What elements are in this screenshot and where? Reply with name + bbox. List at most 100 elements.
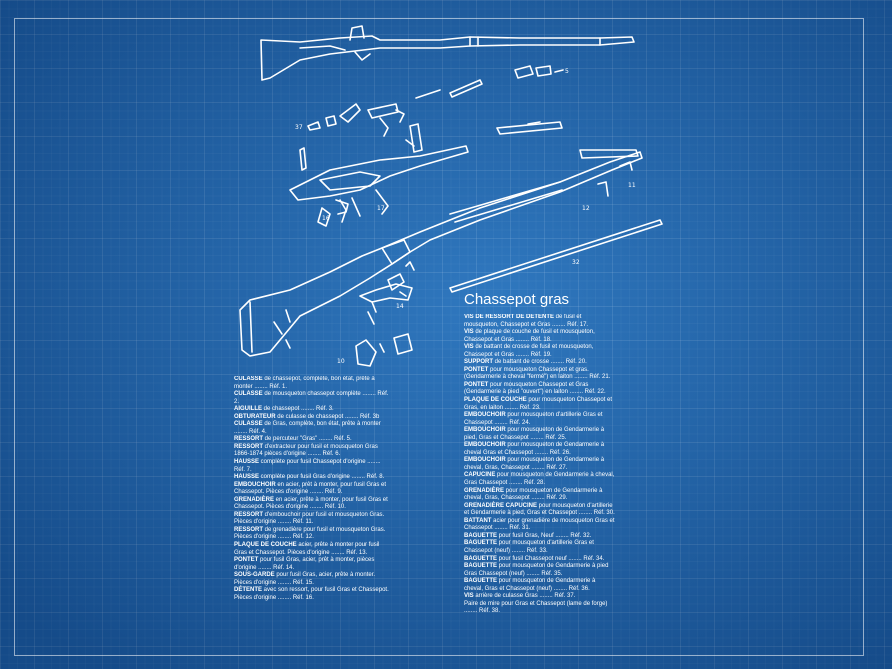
part-description: pour mousqueton de Gendarmerie à pied Gr…	[464, 563, 609, 577]
part-description: pour mousqueton de Gendarmerie à cheval,…	[464, 578, 596, 592]
part-entry: BAGUETTE pour mousqueton d'artillerie Gr…	[464, 540, 616, 555]
part-reference: Réf. 25.	[545, 434, 567, 441]
part-entry: PONTET pour fusil Gras, acier, prêt à mo…	[234, 557, 392, 572]
part-entry: DÉTENTE avec son ressort, pour fusil Gra…	[234, 587, 392, 602]
part-reference: Réf. 37.	[554, 593, 576, 600]
part-description: de Gras, complète, bon état, prête à mon…	[234, 421, 381, 435]
part-reference: Réf. 10.	[324, 504, 346, 511]
part-reference: Réf. 26.	[549, 449, 571, 456]
part-description: pour mousqueton Chassepot et Gras (Genda…	[464, 381, 589, 396]
part-name: HAUSSE	[234, 459, 260, 466]
part-name: CAPUCINE	[464, 472, 496, 479]
part-reference: Réf. 33.	[526, 547, 548, 554]
part-entry: PONTET pour mousqueton Chassepot et Gras…	[464, 382, 616, 397]
part-description: de grenadière pour fusil et mousqueton G…	[234, 526, 386, 541]
part-entry: CULASSE de mousqueton chassepot complète…	[234, 391, 392, 406]
callout-number: 5	[565, 68, 569, 75]
part-name: CULASSE	[234, 376, 263, 382]
part-entry: SUPPORT de battant de crosse ........ Ré…	[464, 359, 616, 367]
part-name: VIS	[464, 344, 474, 351]
part-name: SUPPORT	[464, 359, 494, 366]
part-name: GRENADIÈRE	[464, 487, 505, 494]
part-description: de plaque de couche de fusil et mousquet…	[464, 329, 595, 343]
part-entry: PLAQUE DE COUCHE pour mousqueton Chassep…	[464, 397, 616, 412]
part-entry: BATTANT acier pour grenadière de mousque…	[464, 518, 616, 533]
part-entry: BAGUETTE pour fusil Chassepot neuf .....…	[464, 556, 616, 564]
part-name: EMBOUCHOIR	[464, 412, 506, 419]
part-reference: Réf. 11.	[292, 519, 314, 526]
part-name: PLAQUE DE COUCHE	[464, 397, 527, 404]
part-entry: EMBOUCHOIR pour mousqueton d'artillerie …	[464, 412, 616, 427]
callout-number: 37	[295, 124, 303, 131]
part-entry: HAUSSE complète pour fusil Gras d'origin…	[234, 474, 392, 482]
part-entry: BAGUETTE pour fusil Gras, Neuf ........ …	[464, 533, 616, 541]
part-entry: OBTURATEUR de culasse de chassepot .....…	[234, 414, 392, 422]
part-reference: Réf. 23.	[519, 404, 541, 411]
part-entry: BAGUETTE pour mousqueton de Gendarmerie …	[464, 578, 616, 593]
callout-number: 14	[396, 303, 404, 310]
part-name: BAGUETTE	[464, 578, 497, 585]
small-parts	[299, 65, 564, 171]
part-reference: Réf. 8.	[366, 474, 385, 481]
part-description: pour mousqueton de Gendarmerie à cheval,…	[464, 487, 603, 502]
part-entry: Paire de mire pour Gras et Chassepot (la…	[464, 601, 616, 616]
part-reference: Réf. 9.	[324, 489, 343, 496]
callout-number: 32	[572, 259, 580, 266]
part-entry: GRENADIÈRE CAPUCINE pour mousqueton d'ar…	[464, 503, 616, 518]
part-entry: RESSORT d'extracteur pour fusil et mousq…	[234, 444, 392, 459]
part-reference: Réf. 20.	[565, 359, 587, 366]
part-description: pour mousqueton Chassepot et Gras, en la…	[464, 397, 613, 411]
part-name: BAGUETTE	[464, 540, 497, 547]
parts-list-right: VIS DE RESSORT DE DÉTENTE de fusil et mo…	[464, 314, 616, 616]
part-reference: Réf. 3b	[359, 413, 380, 420]
part-name: VIS	[464, 329, 474, 336]
part-description: arrière de culasse Gras ........	[473, 593, 555, 600]
part-name: EMBOUCHOIR	[464, 442, 506, 449]
part-description: d'embouchoir pour fusil et mousqueton Gr…	[234, 511, 385, 526]
part-reference: Réf. 2.	[234, 391, 389, 405]
part-name: VIS DE RESSORT DE DÉTENTE	[464, 314, 555, 320]
part-reference: Réf. 27.	[546, 464, 568, 471]
part-name: BAGUETTE	[464, 555, 497, 562]
part-entry: PONTET pour mousqueton Chassepot et gras…	[464, 367, 616, 382]
callout-number: 16	[322, 215, 330, 222]
part-name: GRENADIÈRE	[234, 496, 275, 503]
part-entry: CULASSE de Gras, complète, bon état, prê…	[234, 421, 392, 436]
part-entry: GRENADIÈRE pour mousqueton de Gendarmeri…	[464, 488, 616, 503]
part-reference: Réf. 3.	[316, 406, 334, 413]
part-entry: RESSORT de grenadière pour fusil et mous…	[234, 527, 392, 542]
callout-number: 10	[337, 358, 345, 365]
part-entry: EMBOUCHOIR en acier, prêt à monter, pour…	[234, 482, 392, 497]
part-entry: CULASSE de chassepot, complète, bon état…	[234, 376, 392, 391]
lower-small-parts	[355, 291, 413, 367]
part-description: pour mousqueton de Gendarmerie à cheval …	[464, 442, 605, 456]
part-description: de percuteur "Gras" ........	[263, 436, 334, 443]
part-entry: VIS DE RESSORT DE DÉTENTE de fusil et mo…	[464, 314, 616, 329]
part-entry: RESSORT d'embouchoir pour fusil et mousq…	[234, 512, 392, 527]
part-description: d'extracteur pour fusil et mousqueton Gr…	[234, 443, 378, 458]
part-reference: Réf. 31.	[509, 525, 531, 532]
part-description: pour fusil Gras, Neuf ........	[497, 532, 571, 539]
part-entry: BAGUETTE pour mousqueton de Gendarmerie …	[464, 563, 616, 578]
part-description: pour mousqueton d'artillerie Gras et Cha…	[464, 540, 594, 554]
part-entry: VIS de plaque de couche de fusil et mous…	[464, 329, 616, 344]
part-name: EMBOUCHOIR	[464, 427, 506, 434]
part-entry: PLAQUE DE COUCHE acier, prête à monter p…	[234, 542, 392, 557]
part-name: RESSORT	[234, 436, 264, 443]
part-description: de battant de crosse ........	[493, 359, 566, 366]
part-reference: Réf. 6.	[322, 451, 341, 458]
part-description: de battant de crosse de fusil et mousque…	[464, 344, 594, 358]
part-name: GRENADIÈRE CAPUCINE	[464, 502, 538, 509]
part-reference: Réf. 29.	[546, 495, 568, 502]
part-entry: AIGUILLE de chassepot ........ Réf. 3.	[234, 406, 392, 414]
complete-rifle-drawing	[260, 25, 635, 81]
ramrod-drawing	[449, 219, 663, 293]
callout-number: 12	[582, 205, 590, 212]
part-name: OBTURATEUR	[234, 413, 276, 420]
part-entry: HAUSSE complète pour fusil Chassepot d'o…	[234, 459, 392, 474]
part-reference: Réf. 1.	[269, 383, 288, 390]
part-description: pour fusil Gras, acier, prête à monter. …	[234, 572, 376, 586]
part-reference: Réf. 34.	[583, 555, 605, 562]
